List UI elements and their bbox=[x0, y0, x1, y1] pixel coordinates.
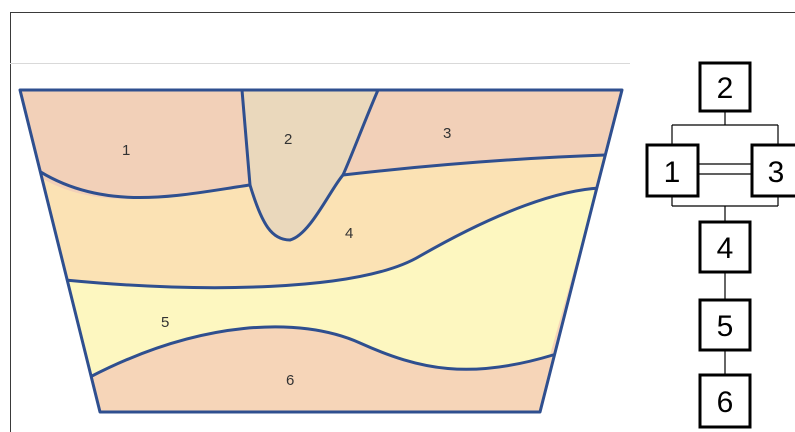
frame-left-border bbox=[10, 12, 11, 432]
graph-node-label-3: 3 bbox=[768, 156, 785, 189]
layer-label-4: 4 bbox=[345, 225, 353, 242]
layer-label-3: 3 bbox=[443, 125, 451, 142]
graph-node-label-1: 1 bbox=[664, 156, 681, 189]
graph-node-3 bbox=[750, 143, 795, 198]
layer-label-5: 5 bbox=[161, 314, 169, 331]
layer-2-region bbox=[242, 90, 378, 240]
layer-1-region bbox=[20, 90, 250, 200]
graph-node-5 bbox=[698, 298, 752, 352]
boundary-5-6 bbox=[88, 325, 555, 379]
layer-label-6: 6 bbox=[286, 372, 294, 389]
graph-node-6 bbox=[698, 373, 752, 429]
layer-3-region bbox=[343, 90, 622, 175]
boundary-3-4 bbox=[341, 153, 607, 177]
boundary-4-5 bbox=[63, 186, 602, 290]
panel-top-edge bbox=[10, 63, 630, 64]
graph-node-label-4: 4 bbox=[717, 232, 734, 265]
graph-node-label-6: 6 bbox=[717, 386, 734, 419]
boundary-1-4 bbox=[28, 163, 252, 199]
adjacency-graph bbox=[645, 61, 795, 429]
frame-top-border bbox=[10, 12, 795, 13]
boundary-2 bbox=[240, 90, 380, 242]
graph-node-label-5: 5 bbox=[717, 310, 734, 343]
layer-4-region bbox=[30, 155, 605, 288]
graph-node-1 bbox=[645, 143, 700, 198]
layer-label-2: 2 bbox=[284, 131, 292, 148]
graph-connectors bbox=[671, 111, 779, 375]
cross-section bbox=[20, 90, 622, 412]
basin-outline bbox=[18, 88, 624, 414]
graph-node-label-2: 2 bbox=[717, 72, 734, 105]
graph-node-2 bbox=[698, 61, 752, 113]
layer-label-1: 1 bbox=[122, 142, 130, 159]
graph-node-4 bbox=[698, 220, 752, 274]
